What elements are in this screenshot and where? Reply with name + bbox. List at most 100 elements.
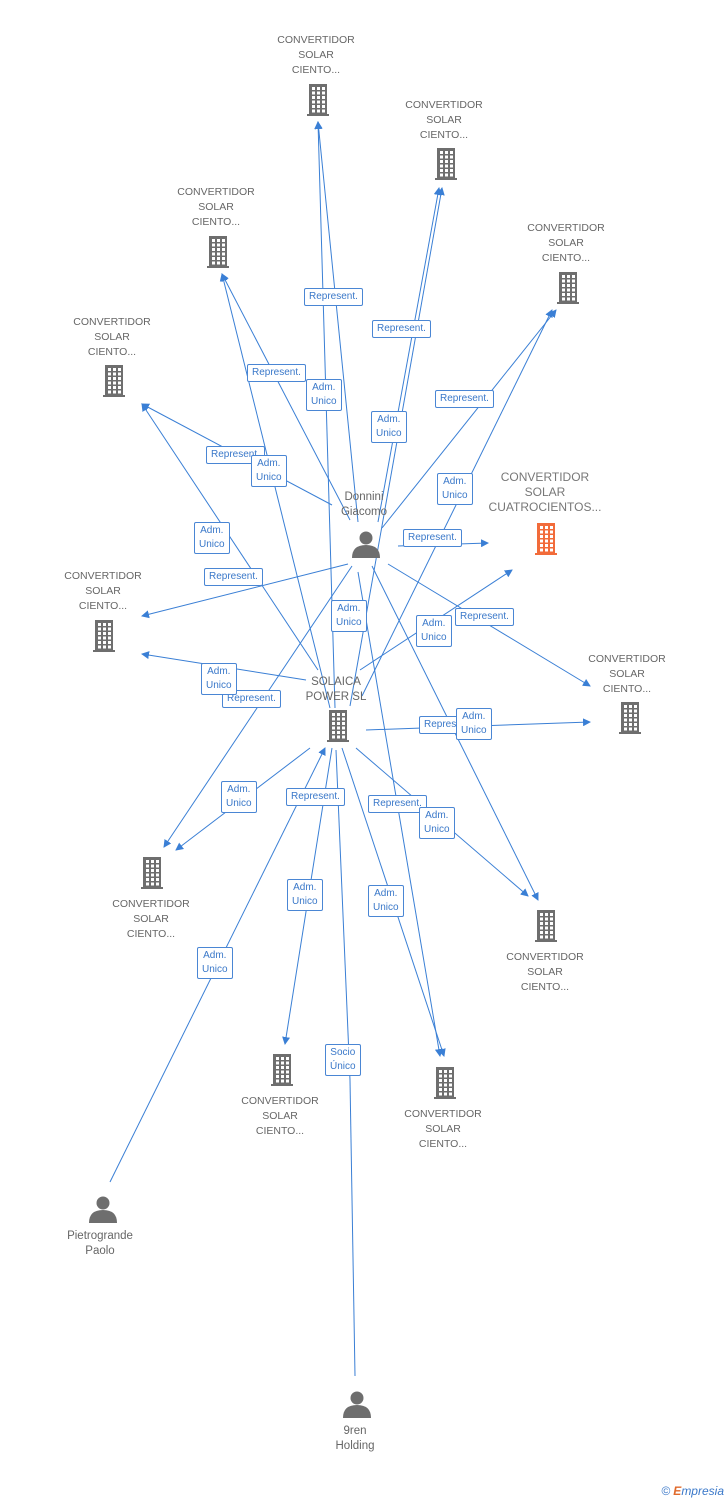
c11-building-icon[interactable] (271, 1054, 293, 1086)
edge-label-line: Unico (373, 902, 399, 913)
label-line: CONVERTIDOR (64, 570, 142, 582)
label-line: CIENTO... (191, 216, 241, 228)
edge-label-text: Represent. (424, 719, 473, 730)
label-line: Giacomo (340, 506, 388, 518)
c1-building-icon[interactable] (307, 84, 329, 116)
edge-line (314, 121, 359, 523)
adm-unico-edge-label: Adm.Unico (306, 379, 342, 411)
label-line: SOLAR (133, 913, 169, 925)
label-line: Donnini (344, 491, 384, 503)
adm-unico-edge-label: Adm.Unico (368, 885, 404, 917)
label-line: SOLAR (298, 49, 334, 61)
edge-label-line: Adm. (203, 950, 227, 961)
represent-edge-label: Represent. (304, 288, 363, 306)
edge-label-line: Adm. (227, 784, 251, 795)
label-line: POWER SL (305, 691, 367, 703)
c8-building-icon[interactable] (619, 702, 641, 734)
represent-edge-label: Represent. (403, 529, 462, 547)
c7-building-icon[interactable] (93, 620, 115, 652)
label-line: CIENTO... (291, 64, 341, 76)
c3-building-icon[interactable] (207, 236, 229, 268)
edge-label-line: Unico (461, 725, 487, 736)
pietro-person-icon[interactable] (89, 1196, 117, 1224)
label-line: CONVERTIDOR (277, 34, 355, 46)
icons-layer (89, 84, 641, 1418)
represent-edge-label: Represent. (247, 364, 306, 382)
c5-building-icon[interactable] (103, 365, 125, 397)
adm-unico-edge-label: Adm.Unico (331, 600, 367, 632)
edge-label-line: Unico (206, 680, 232, 691)
empresia-watermark: ©Empresia (661, 1484, 724, 1498)
represent-edge-label: Represent. (455, 608, 514, 626)
edge-label-line: Unico (292, 896, 318, 907)
c6-building-icon[interactable] (535, 523, 557, 555)
edge-label-line: Socio (330, 1047, 356, 1058)
label-line: CONVERTIDOR (506, 951, 584, 963)
edge-label-text: Represent. (377, 323, 426, 334)
label-line: CIENTO... (87, 346, 137, 358)
edge-label-line: Adm. (257, 458, 281, 469)
edge-label-line: Unico (256, 472, 282, 483)
label-line: CIENTO... (602, 683, 652, 695)
c4-building-icon[interactable] (557, 272, 579, 304)
adm-unico-edge-label: Adm.Unico (419, 807, 455, 839)
edge-label-text: Represent. (460, 611, 509, 622)
c12-building-icon[interactable] (434, 1067, 456, 1099)
label-line: SOLAR (198, 201, 234, 213)
adm-unico-edge-label: Adm. Unico (221, 781, 257, 813)
donnini-person-icon[interactable] (352, 531, 380, 559)
adm-unico-edge-label: Adm.Unico (437, 473, 473, 505)
label-line: CONVERTIDOR (112, 898, 190, 910)
label-line: CIENTO... (418, 1138, 468, 1150)
edge-label-line: Unico (421, 632, 447, 643)
label-line: SOLAR (524, 485, 566, 499)
edge-line (377, 187, 442, 523)
adm-unico-edge-label: Adm.Unico (456, 708, 492, 740)
edge-label-line: Unico (336, 617, 362, 628)
c9-building-icon[interactable] (141, 857, 163, 889)
label-line: CONVERTIDOR (241, 1095, 319, 1107)
edge-label-text: Represent. (252, 367, 301, 378)
solaica-building-icon[interactable] (327, 710, 349, 742)
label-line: CIENTO... (419, 129, 469, 141)
edge-line (219, 273, 331, 709)
edge-label-text: Represent. (440, 393, 489, 404)
represent-edge-label: Represent. (222, 690, 281, 708)
label-line: CIENTO... (78, 600, 128, 612)
label-line: SOLAR (425, 1123, 461, 1135)
edge-label-text: Represent. (209, 571, 258, 582)
label-line: CONVERTIDOR (527, 222, 605, 234)
edges-layer (109, 121, 591, 1377)
edge-label-line: Unico (442, 490, 468, 501)
adm-unico-edge-label: Adm. Unico (251, 455, 287, 487)
edge-label-line: Adm. (207, 666, 231, 677)
c12-label[interactable]: CONVERTIDOR SOLAR CIENTO... (404, 1107, 481, 1152)
c2-building-icon[interactable] (435, 148, 457, 180)
label-line: CONVERTIDOR (404, 1108, 482, 1120)
c10-building-icon[interactable] (535, 910, 557, 942)
edge-label-line: Unico (226, 798, 252, 809)
edge-label-text: Represent. (408, 532, 457, 543)
represent-edge-label: Represent. (286, 788, 345, 806)
edge-label-line: Adm. (293, 882, 317, 893)
c1-label[interactable]: CONVERTIDOR SOLAR CIENTO... (277, 33, 354, 78)
nren-person-icon[interactable] (343, 1391, 371, 1419)
edge-label-text: Represent. (291, 791, 340, 802)
label-line: CUATROCIENTOS... (488, 500, 602, 514)
